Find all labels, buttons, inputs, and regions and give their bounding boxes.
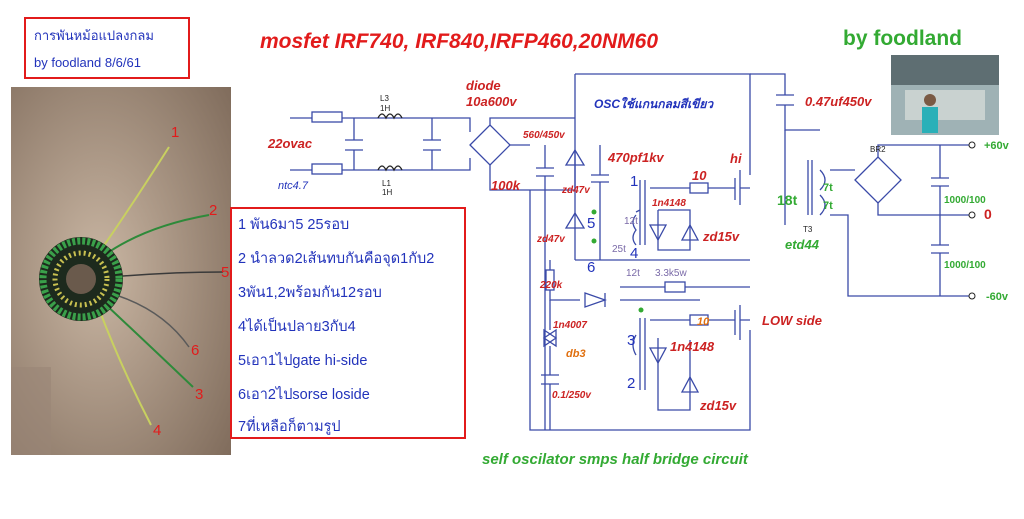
c470-label: 470pf1kv — [607, 150, 664, 165]
d1n4007-label: 1n4007 — [553, 320, 587, 331]
output-minus60: -60v — [986, 291, 1009, 303]
etd44-label: etd44 — [785, 237, 820, 252]
wire-label: 5 — [221, 264, 229, 281]
thai-title: การพันหม้อแปลงกลม — [34, 28, 154, 43]
schematic: L3 1H L1 1H T3 BR2 mosfet IRF740, IRF840… — [260, 27, 1010, 468]
c1000-a-label: 1000/100 — [944, 195, 986, 206]
author-photo — [891, 55, 999, 135]
title-box: การพันหม้อแปลงกลม by foodland 8/6/61 — [24, 17, 190, 79]
l1-value: 1H — [382, 188, 392, 197]
diode-value: 10a600v — [466, 94, 517, 109]
step-7: 7ที่เหลือก็ตามรูป — [238, 419, 341, 435]
low-side-label: LOW side — [762, 313, 822, 328]
wire-label: 3 — [195, 386, 203, 403]
step-4: 4ได้เป็นปลาย3กับ4 — [238, 319, 356, 335]
inductor-l1 — [377, 165, 403, 172]
hi-side-label: hi — [730, 151, 742, 166]
c047-label: 0.47uf450v — [805, 94, 872, 109]
r220k-label: 220k — [539, 280, 563, 291]
step-5: 5เอา1ไปgate hi-side — [238, 353, 368, 369]
byline: by foodland 8/6/61 — [34, 55, 141, 70]
wire-label: 2 — [209, 202, 217, 219]
t7-b-label: 7t — [823, 200, 833, 212]
schematic-author: by foodland — [843, 27, 962, 50]
t7-a-label: 7t — [823, 182, 833, 194]
l1-label: L1 — [382, 179, 391, 188]
db3-label: db3 — [566, 348, 586, 360]
winding-4: 4 — [630, 245, 638, 262]
schematic-footer: self oscilator smps half bridge circuit — [482, 451, 749, 468]
d1n4148-a-label: 1n4148 — [652, 198, 686, 209]
output-zero: 0 — [984, 206, 992, 222]
t25-label: 25t — [612, 244, 626, 255]
br2-label: BR2 — [870, 145, 886, 154]
inductor-l3 — [377, 113, 403, 120]
d1n4148-b-label: 1n4148 — [670, 339, 715, 354]
wire-label: 4 — [153, 422, 161, 439]
toroid-photo: 1 2 5 6 3 4 — [11, 87, 231, 455]
t18-label: 18t — [777, 192, 798, 208]
r10-b-label: 10 — [697, 316, 710, 328]
l3-label: L3 — [380, 94, 389, 103]
zd15-a-label: zd15v — [702, 229, 740, 244]
diode-label: diode — [466, 78, 501, 93]
winding-3: 3 — [627, 332, 635, 349]
wire-label: 6 — [191, 342, 199, 359]
wires — [290, 73, 970, 431]
step-2: 2 นำลวด2เส้นทบกันคือจุด1กับ2 — [238, 251, 435, 267]
zd15-b-label: zd15v — [699, 398, 737, 413]
r33-label: 3.3k5w — [655, 268, 687, 279]
ac-input-label: 22ovac — [267, 136, 313, 151]
winding-2: 2 — [627, 375, 635, 392]
step-3: 3พัน1,2พร้อมกัน12รอบ — [238, 285, 382, 301]
winding-steps: 1 พัน6มา5 25รอบ 2 นำลวด2เส้นทบกันคือจุด1… — [230, 207, 466, 439]
r10-a-label: 10 — [692, 168, 707, 183]
t3-label: T3 — [803, 225, 813, 234]
r100k-label: 100k — [491, 178, 521, 193]
wire-label: 1 — [171, 124, 179, 141]
step-6: 6เอา2ไปsorse loside — [238, 387, 370, 403]
step-1: 1 พัน6มา5 25รอบ — [238, 217, 350, 233]
output-plus60: +60v — [984, 140, 1010, 152]
schematic-title: mosfet IRF740, IRF840,IRFP460,20NM60 — [260, 30, 658, 53]
t12-b-label: 12t — [626, 268, 640, 279]
winding-1: 1 — [630, 173, 638, 190]
main-cap-value: 560/450v — [523, 130, 566, 141]
c1000-b-label: 1000/100 — [944, 260, 986, 271]
ntc-label: ntc4.7 — [278, 180, 309, 192]
t12-a-label: 12t — [624, 216, 638, 227]
winding-6: 6 — [587, 259, 595, 276]
winding-5: 5 — [587, 215, 595, 232]
c01-label: 0.1/250v — [552, 390, 592, 401]
l3-value: 1H — [380, 104, 390, 113]
osc-note: OSCใช้แกนกลมสีเขียว — [594, 96, 714, 111]
zd47-a-label: zd47v — [561, 185, 591, 196]
zd47-b-label: zd47v — [536, 234, 566, 245]
